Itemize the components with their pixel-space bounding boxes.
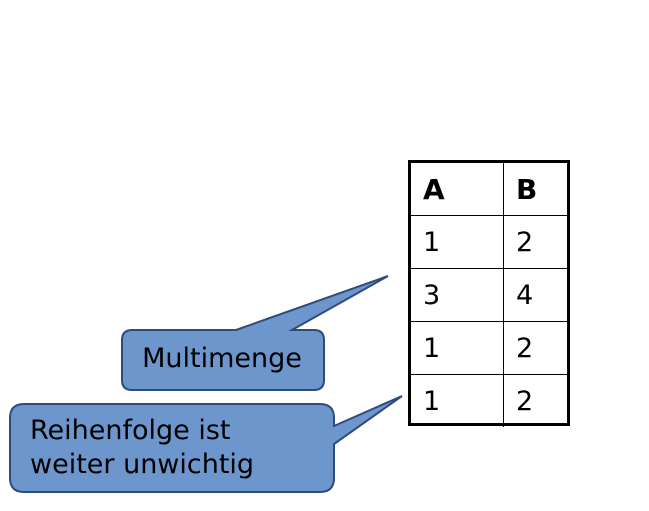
table-row: 1 2	[411, 321, 567, 375]
callout-reihenfolge-text: Reihenfolge ist weiter unwichtig	[30, 414, 320, 482]
relation-table: A B 1 2 3 4 1 2 1 2	[408, 160, 570, 427]
table-cell: 1	[411, 215, 504, 269]
table-cell: 1	[411, 321, 504, 375]
table-row: 1 2	[411, 374, 567, 427]
callout-reihenfolge-shape	[9, 395, 403, 493]
table-cell: 4	[503, 268, 567, 322]
column-header-a: A	[411, 163, 504, 216]
table-cell: 1	[411, 374, 504, 427]
callout-multimenge-text: Multimenge	[120, 330, 324, 388]
table-row: 3 4	[411, 268, 567, 322]
callout-reihenfolge-line1: Reihenfolge ist	[30, 415, 231, 446]
table-cell: 2	[503, 374, 567, 427]
callout-multimenge-label: Multimenge	[142, 343, 302, 374]
table-cell: 2	[503, 215, 567, 269]
table-cell: 3	[411, 268, 504, 322]
table-header-row: A B	[411, 163, 567, 216]
column-header-b: B	[503, 163, 567, 216]
callout-multimenge-shape	[121, 275, 389, 391]
table-cell: 2	[503, 321, 567, 375]
callout-reihenfolge-line2: weiter unwichtig	[30, 449, 255, 480]
table-row: 1 2	[411, 215, 567, 269]
relation-table-grid: A B 1 2 3 4 1 2 1 2	[411, 163, 567, 427]
